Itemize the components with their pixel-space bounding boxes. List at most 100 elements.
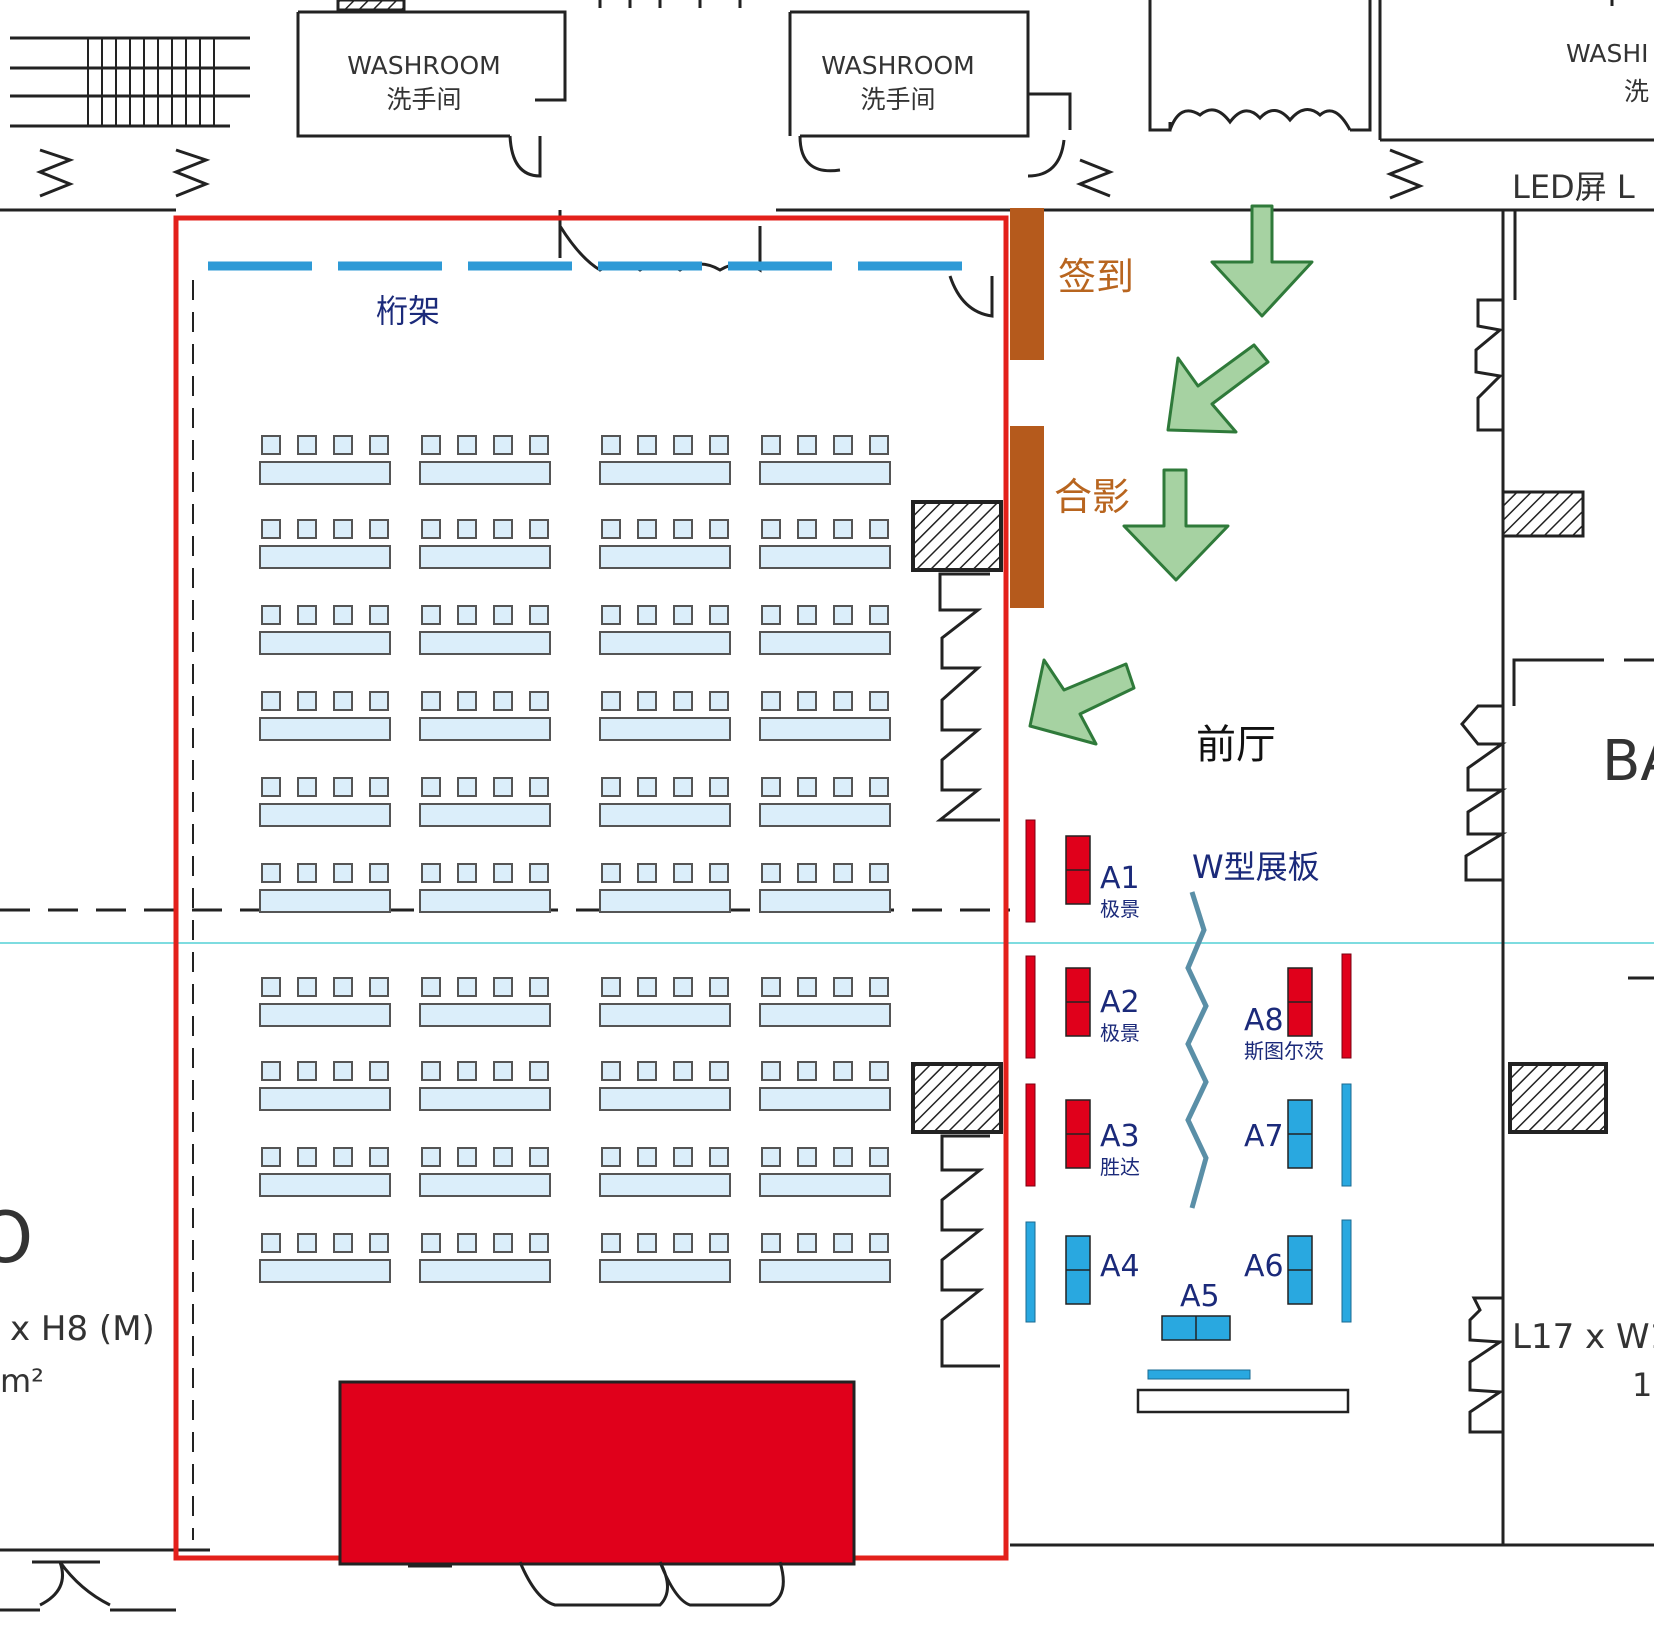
chair [761, 519, 781, 539]
signin-label: 签到 [1058, 255, 1134, 299]
seating-unit [599, 1147, 731, 1197]
desk [759, 717, 891, 741]
right-hall-area: 1 [1632, 1366, 1652, 1404]
chair [493, 435, 513, 455]
chair [529, 519, 549, 539]
chair [869, 1147, 889, 1167]
signin-block [1010, 208, 1044, 360]
chair [637, 863, 657, 883]
chair [529, 977, 549, 997]
right-hall-label: BA [1602, 729, 1654, 794]
desk [419, 717, 551, 741]
booth-a1-brand: 极景 [1100, 897, 1140, 921]
chair [797, 977, 817, 997]
chair [637, 435, 657, 455]
chair [529, 863, 549, 883]
desk [259, 1173, 391, 1197]
chair [797, 435, 817, 455]
booth-a8-id: A8 [1244, 1003, 1284, 1038]
chair [709, 1233, 729, 1253]
booth-a1-id: A1 [1100, 861, 1140, 896]
chair [333, 1061, 353, 1081]
desk [759, 1173, 891, 1197]
desk [599, 1087, 731, 1111]
desk [599, 1003, 731, 1027]
chair [833, 1061, 853, 1081]
chair [457, 863, 477, 883]
desk [419, 1003, 551, 1027]
chair [673, 977, 693, 997]
seating-unit [259, 435, 391, 485]
seating-unit [259, 977, 391, 1027]
booth-a5-id: A5 [1180, 1279, 1220, 1314]
top-walls [0, 0, 1654, 212]
desk [599, 717, 731, 741]
desk [259, 545, 391, 569]
chair [333, 605, 353, 625]
booth-a1: A1 极景 [1065, 835, 1140, 921]
chair [261, 1147, 281, 1167]
chair [833, 605, 853, 625]
desk [599, 889, 731, 913]
booth-a8-brand: 斯图尔茨 [1244, 1039, 1324, 1063]
desk [599, 545, 731, 569]
chair [421, 435, 441, 455]
seating-unit [759, 777, 891, 827]
chair [333, 1147, 353, 1167]
chair [421, 1147, 441, 1167]
booth-a3-id: A3 [1100, 1119, 1140, 1154]
chair [493, 1233, 513, 1253]
booth-a3-brand: 胜达 [1100, 1155, 1140, 1179]
desk [599, 631, 731, 655]
chair [261, 1233, 281, 1253]
desk [419, 1259, 551, 1283]
seating-unit [759, 1233, 891, 1283]
chair [601, 519, 621, 539]
chair [421, 863, 441, 883]
chair [797, 863, 817, 883]
chair [709, 605, 729, 625]
chair [673, 1147, 693, 1167]
chair [369, 1061, 389, 1081]
booth-a4: A4 [1065, 1235, 1140, 1305]
chair [637, 1147, 657, 1167]
desk [599, 803, 731, 827]
seating-unit [419, 777, 551, 827]
chair [601, 1233, 621, 1253]
chair [797, 777, 817, 797]
chair [869, 605, 889, 625]
desk [419, 1087, 551, 1111]
chair [601, 1061, 621, 1081]
booth-a8: A8 斯图尔茨 [1244, 967, 1324, 1063]
seating-unit [599, 977, 731, 1027]
chair [833, 977, 853, 997]
chair [869, 519, 889, 539]
chair [369, 977, 389, 997]
washroom-1-label: WASHROOM [347, 51, 500, 80]
chair [493, 863, 513, 883]
seating-unit [419, 1147, 551, 1197]
chair [833, 435, 853, 455]
chair [673, 605, 693, 625]
chair [637, 519, 657, 539]
chair [797, 1061, 817, 1081]
chair [457, 435, 477, 455]
chair [601, 435, 621, 455]
chair [297, 435, 317, 455]
seating-unit [419, 1233, 551, 1283]
chair [833, 691, 853, 711]
lobby-label: 前厅 [1196, 722, 1276, 768]
desk [599, 1259, 731, 1283]
chair [369, 777, 389, 797]
desk [759, 631, 891, 655]
chair [761, 1233, 781, 1253]
chair [869, 863, 889, 883]
chair [297, 519, 317, 539]
arrow-down-left-icon [1166, 343, 1270, 434]
booth-a3: A3 胜达 [1065, 1099, 1140, 1179]
chair [261, 519, 281, 539]
led-screen-label: LED屏 L [1512, 168, 1635, 206]
seating-unit [599, 691, 731, 741]
seating-unit [419, 1061, 551, 1111]
chair [709, 691, 729, 711]
